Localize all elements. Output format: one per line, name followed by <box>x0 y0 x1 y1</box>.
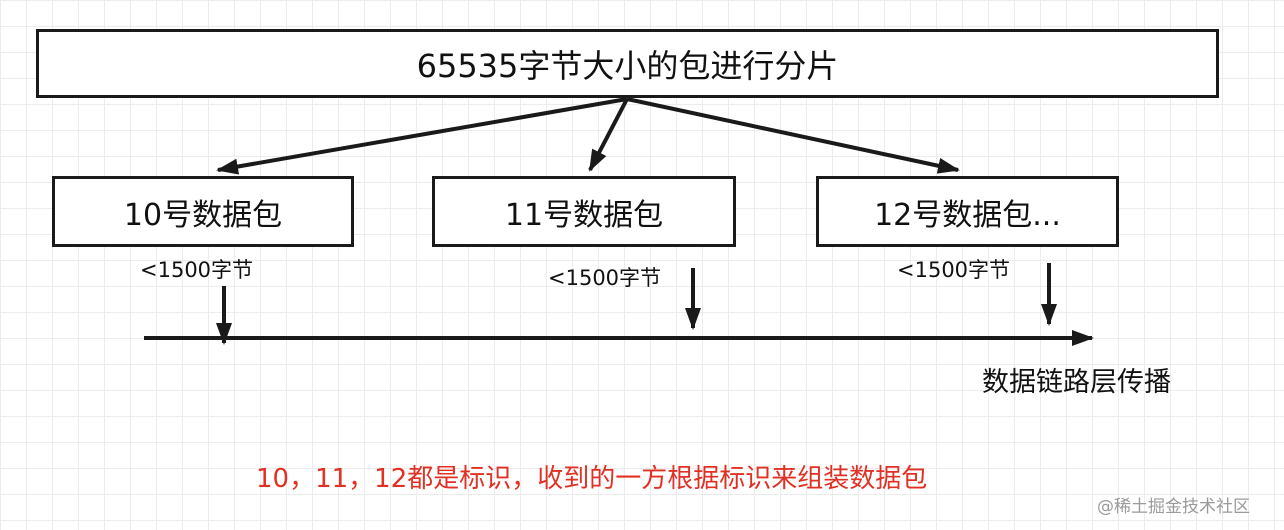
arrow-to-packet-11 <box>588 98 629 172</box>
link-layer-label: 数据链路层传播 <box>982 367 1171 398</box>
packet-box-11: 11号数据包 <box>432 176 736 247</box>
packet-box-10: 10号数据包 <box>52 176 354 247</box>
packet-box-12: 12号数据包... <box>816 176 1119 247</box>
note-text: 10，11，12都是标识，收到的一方根据标识来组装数据包 <box>256 464 928 494</box>
packet-size-11: <1500字节 <box>548 266 662 290</box>
packet-label-10: 10号数据包 <box>123 197 283 233</box>
root-packet-box: 65535字节大小的包进行分片 <box>36 29 1219 98</box>
root-packet-label: 65535字节大小的包进行分片 <box>416 46 839 85</box>
packet-label-11: 11号数据包 <box>504 197 664 233</box>
packet-size-10: <1500字节 <box>140 258 254 282</box>
watermark: @稀土掘金技术社区 <box>1097 497 1250 517</box>
packet-size-12: <1500字节 <box>897 258 1011 282</box>
arrow-to-packet-10 <box>216 97 628 175</box>
packet-label-12: 12号数据包... <box>874 197 1061 233</box>
arrow-to-packet-12 <box>626 97 960 174</box>
